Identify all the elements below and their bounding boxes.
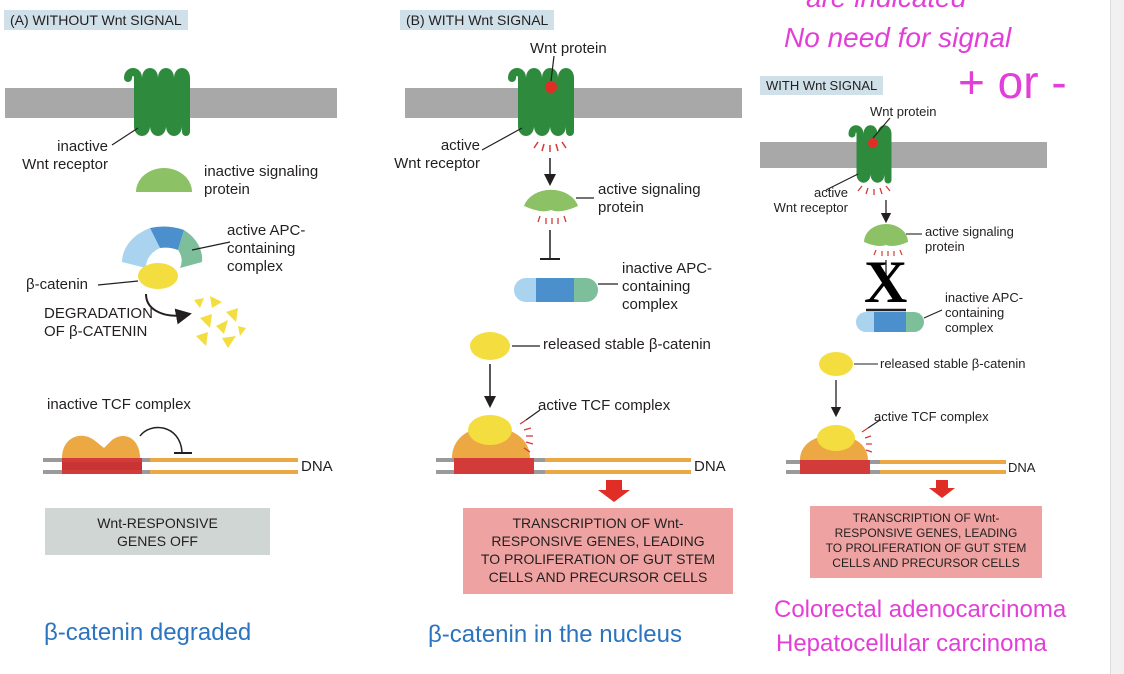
beta-catenin-a	[138, 263, 178, 289]
leader-receptor-c	[825, 173, 859, 191]
vertical-scrollbar[interactable]	[1110, 0, 1124, 674]
wnt-protein-b	[545, 81, 557, 93]
transcription-text-b: TRANSCRIPTION OF Wnt- RESPONSIVE GENES, …	[480, 515, 716, 585]
wnt-label-c: Wnt protein	[870, 104, 937, 119]
dna-label-b: DNA	[694, 458, 726, 475]
tcf-rays-b	[519, 419, 534, 453]
released-catenin-c	[819, 352, 853, 376]
apc-complex-b	[514, 278, 598, 302]
leader-receptor-a	[111, 127, 139, 146]
inactive-tcf-a	[62, 435, 140, 458]
apc-label-b: inactive APC- containing complex	[622, 260, 713, 313]
transcription-arrow-c	[929, 480, 955, 498]
apc-complex-a	[122, 226, 203, 268]
leader-catenin-a	[97, 280, 139, 286]
x-mark: X	[864, 249, 908, 315]
tcf-label-b: active TCF complex	[538, 397, 671, 414]
leader-wnt-c	[872, 117, 891, 139]
receptor-label-c: active Wnt receptor	[773, 185, 848, 215]
receptor-b	[508, 68, 574, 136]
leader-tcf-c	[867, 419, 881, 429]
dna-label-c: DNA	[1008, 460, 1036, 475]
catenin-fragments-a	[194, 296, 246, 348]
signaling-label-c: active signaling protein	[925, 224, 1014, 254]
tcf-rays-c	[861, 427, 873, 453]
activation-rays-c	[857, 185, 891, 195]
activation-rays-b	[533, 141, 567, 152]
tcf-label-c: active TCF complex	[874, 409, 989, 424]
receptor-label-a: inactive Wnt receptor	[22, 138, 108, 173]
signaling-protein-a	[136, 168, 192, 192]
apc-label-a: active APC- containing complex	[227, 222, 306, 275]
caption-c-2: Hepatocellular carcinoma	[776, 630, 1047, 657]
degradation-label-a: DEGRADATION OF β-CATENIN	[44, 305, 153, 340]
wnt-protein-c	[868, 138, 878, 148]
leader-apc-c	[923, 309, 943, 319]
signaling-rays-c	[873, 249, 903, 256]
signaling-label-a: inactive signaling protein	[204, 163, 319, 198]
released-label-c: released stable β-catenin	[880, 356, 1026, 371]
dna-c	[786, 460, 1006, 474]
header-partial-c: are indicated	[806, 0, 966, 14]
signaling-protein-c	[864, 224, 908, 246]
leader-tcf-b	[525, 409, 541, 421]
catenin-label-a: β-catenin	[26, 276, 88, 293]
membrane-c	[760, 142, 1047, 168]
degradation-arrow-a	[145, 293, 192, 325]
signaling-protein-b-body	[524, 189, 578, 212]
released-label-b: released stable β-catenin	[543, 336, 711, 353]
leader-apc-a	[191, 241, 231, 251]
panel-c-tag: WITH Wnt SIGNAL	[760, 76, 884, 95]
genes-off-box	[45, 508, 270, 555]
dna-a	[43, 458, 298, 474]
receptor-c	[848, 125, 892, 184]
leader-wnt-b	[550, 55, 555, 82]
wnt-label-b: Wnt protein	[530, 40, 607, 57]
caption-b: β-catenin in the nucleus	[428, 621, 682, 648]
receptor-a	[124, 68, 190, 136]
repression-arrow-a	[139, 426, 183, 453]
signaling-rays-b	[537, 215, 567, 224]
tcf-label-a: inactive TCF complex	[47, 396, 191, 413]
released-catenin-b	[470, 332, 510, 360]
receptor-label-b: active Wnt receptor	[394, 137, 480, 172]
dna-b	[436, 458, 691, 474]
genes-off-text: Wnt-RESPONSIVE GENES OFF	[97, 515, 218, 549]
transcription-text-c: TRANSCRIPTION OF Wnt- RESPONSIVE GENES, …	[825, 511, 1027, 570]
bound-catenin-b	[468, 415, 512, 445]
transcription-arrow-b	[598, 480, 630, 502]
signaling-label-b: active signaling protein	[598, 181, 701, 216]
caption-a: β-catenin degraded	[44, 619, 252, 646]
apc-complex-c	[856, 312, 924, 332]
apc-label-c: inactive APC- containing complex	[945, 290, 1024, 335]
panel-b-tag: (B) WITH Wnt SIGNAL	[400, 10, 555, 30]
caption-c-1: Colorectal adenocarcinoma	[774, 596, 1067, 623]
dna-label-a: DNA	[301, 458, 333, 475]
no-need-label: No need for signal	[784, 22, 1012, 53]
bound-catenin-c	[817, 425, 855, 451]
transcription-box-c	[810, 506, 1042, 578]
leader-receptor-b	[481, 127, 523, 151]
panel-a-tag: (A) WITHOUT Wnt SIGNAL	[4, 10, 188, 30]
transcription-box-b	[463, 508, 733, 594]
plus-minus-label: + or -	[958, 56, 1067, 108]
